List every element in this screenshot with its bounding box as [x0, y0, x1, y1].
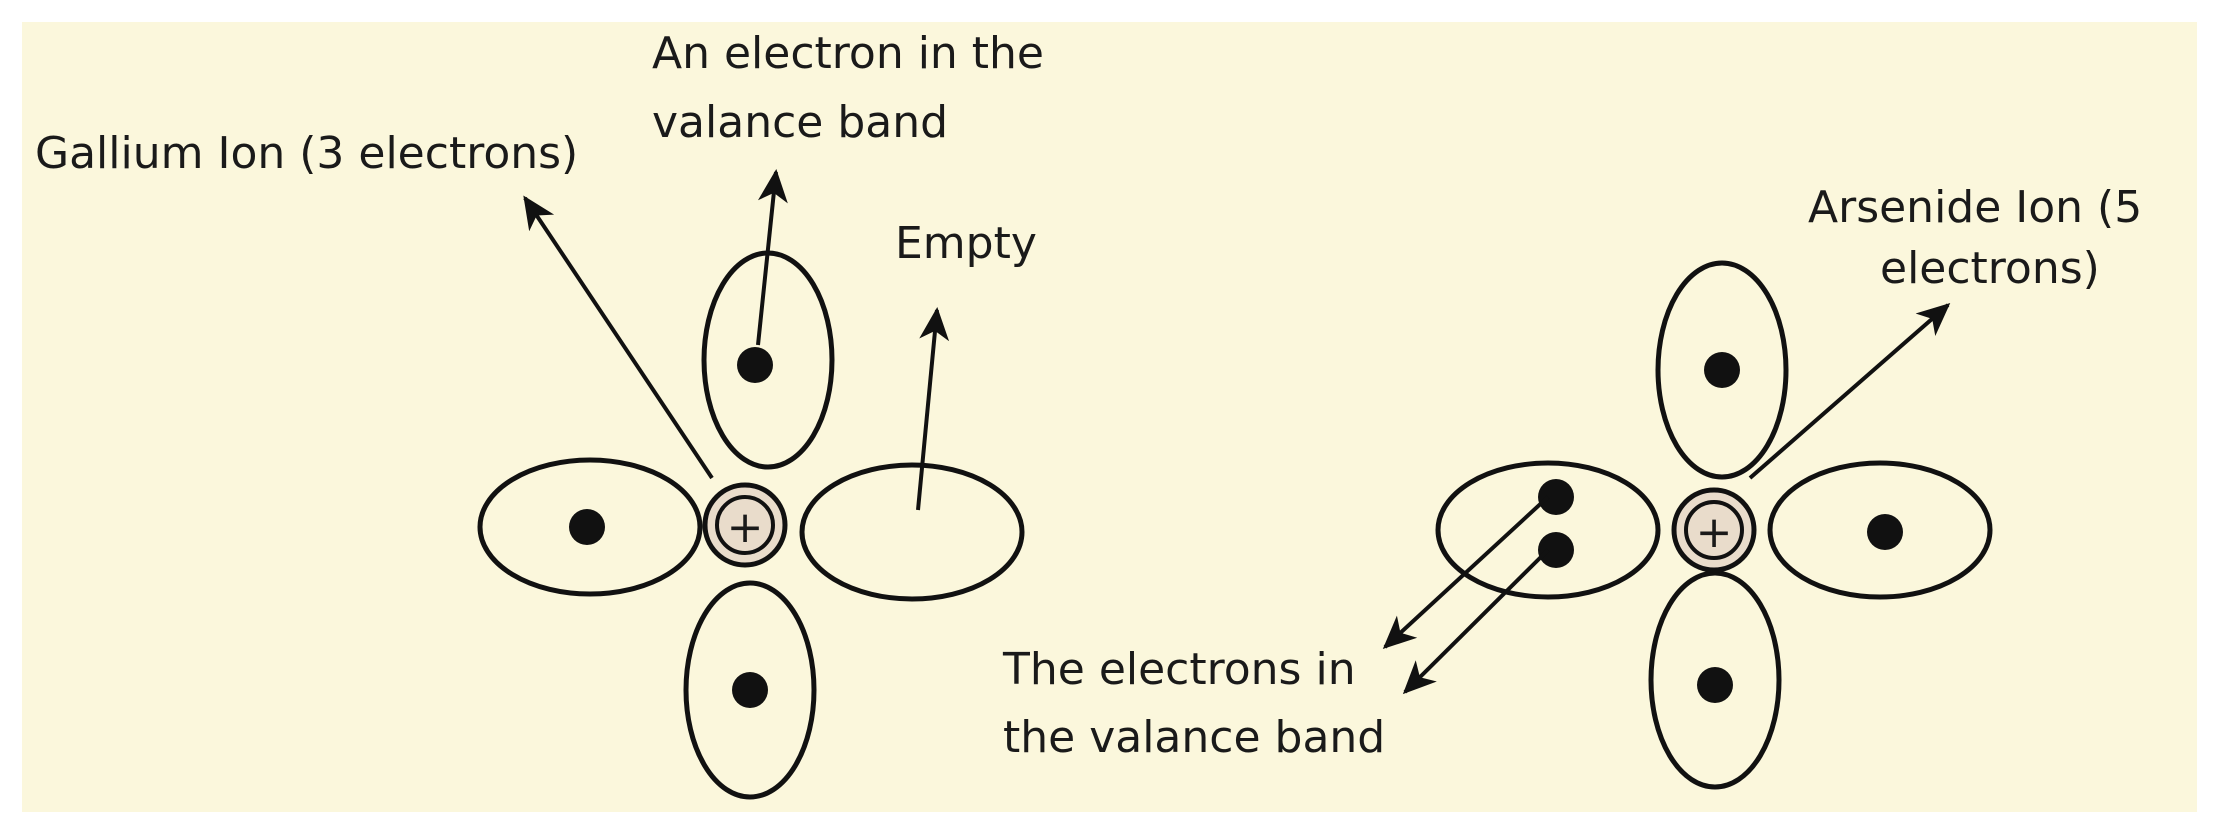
arsenide-nucleus-plus: + [1696, 507, 1733, 558]
arsenide-lobe-right [1767, 460, 1993, 600]
arsenide-lobe-top [1655, 260, 1789, 480]
gallium-nucleus-plus: + [727, 502, 764, 553]
gallium-lobe-left [477, 457, 703, 597]
arrow-empty [916, 307, 950, 511]
arsenide-electron-left-1 [1538, 479, 1574, 515]
arrow-gallium-ion [523, 195, 714, 480]
arrows [523, 169, 1951, 695]
label-electron-valance-band-line2: valance band [652, 97, 948, 148]
arrow-electrons-valance-band-1 [1382, 495, 1550, 650]
arsenide-ion [1435, 260, 1993, 790]
label-electron-valance-band-line1: An electron in the [652, 28, 1044, 79]
label-gallium-ion: Gallium Ion (3 electrons) [35, 128, 578, 179]
arrow-arsenide-ion [1748, 303, 1951, 480]
arsenide-electron-left-2 [1538, 532, 1574, 568]
arrow-electrons-valance-band-2 [1402, 548, 1550, 695]
arsenide-lobe-left [1435, 460, 1661, 600]
gallium-lobe-right-empty [799, 462, 1025, 602]
gallium-electrons [569, 347, 773, 708]
arsenide-electrons [1538, 352, 1903, 703]
arsenide-lobe-bottom [1648, 570, 1782, 790]
gallium-electron-left [569, 509, 605, 545]
arsenide-electron-top [1704, 352, 1740, 388]
arsenide-electron-bottom [1697, 667, 1733, 703]
label-electrons-valance-band-line1: The electrons in [1002, 644, 1356, 695]
label-electrons-valance-band-line2: the valance band [1003, 712, 1385, 763]
diagram-background [22, 22, 2197, 812]
arsenide-nucleus-ring [1684, 500, 1744, 560]
gallium-ion [477, 250, 1025, 800]
gallium-electron-top [737, 347, 773, 383]
gallium-lobe-bottom [683, 580, 817, 800]
label-arsenide-ion-line1: Arsenide Ion (5 [1808, 182, 2142, 233]
gallium-electron-bottom [732, 672, 768, 708]
label-empty: Empty [895, 218, 1037, 269]
arsenide-electron-right [1867, 514, 1903, 550]
gallium-nucleus-ring [715, 495, 775, 555]
arrow-electron-valance-band [756, 169, 788, 346]
label-arsenide-ion-line2: electrons) [1880, 243, 2100, 294]
